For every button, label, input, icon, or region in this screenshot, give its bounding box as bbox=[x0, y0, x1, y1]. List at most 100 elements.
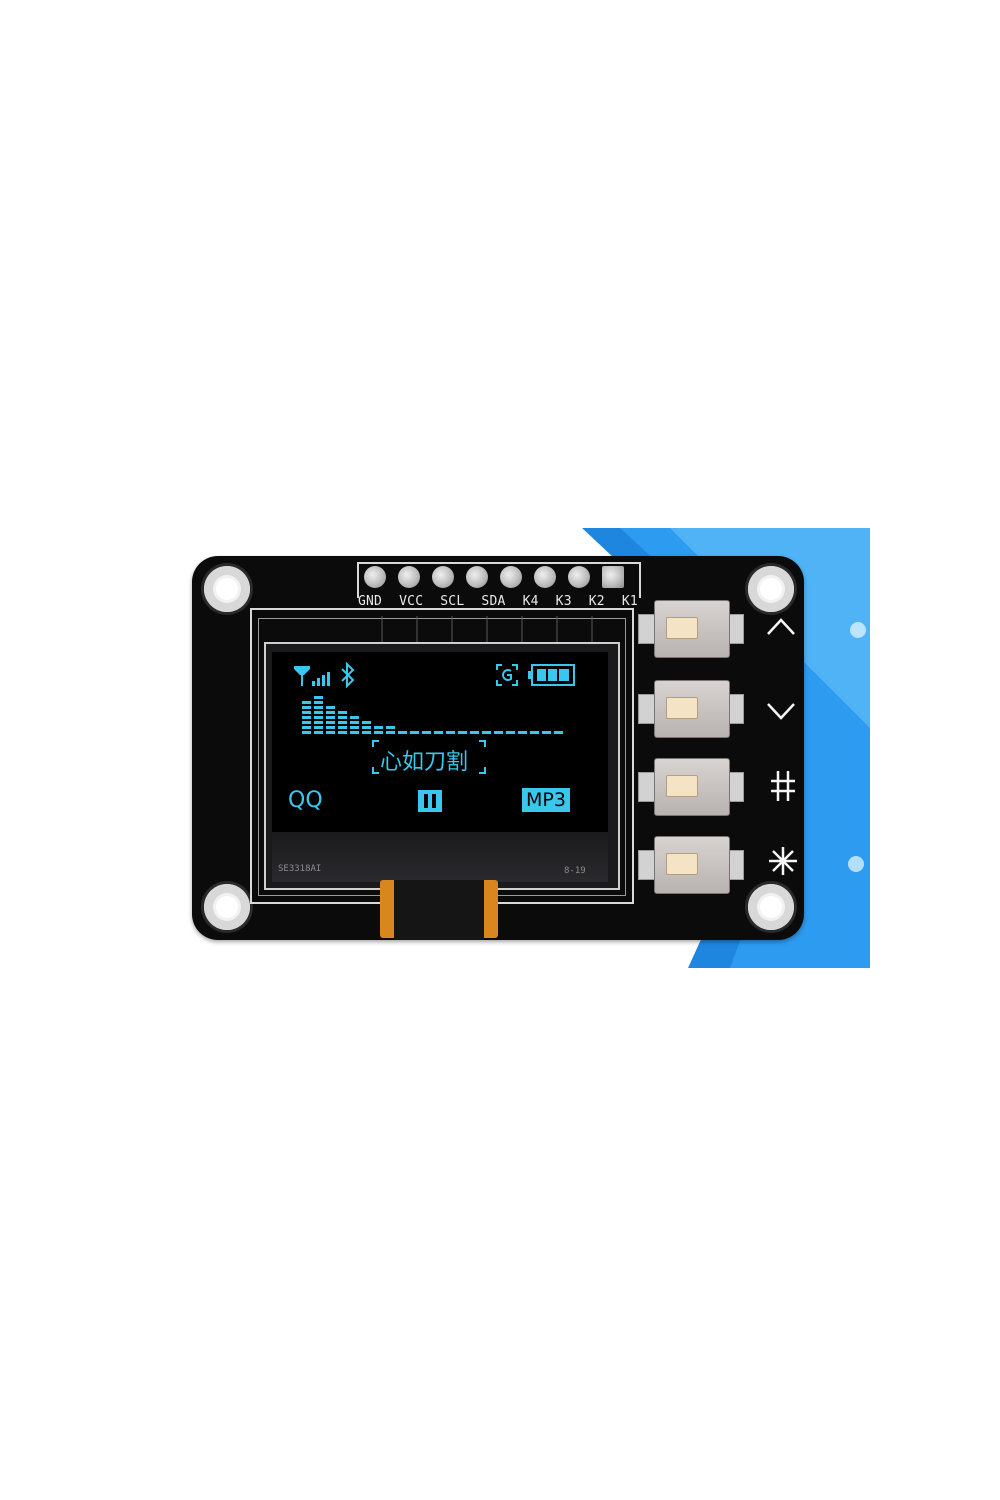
song-title: 心如刀割 bbox=[380, 750, 469, 775]
spectrum-visualizer bbox=[302, 696, 563, 734]
spectrum-segment bbox=[518, 731, 527, 734]
header-pin bbox=[364, 566, 386, 588]
pin-label-k3: K3 bbox=[555, 594, 572, 609]
location-icon bbox=[496, 664, 518, 686]
spectrum-segment bbox=[302, 711, 311, 714]
tact-switch-hash[interactable] bbox=[638, 758, 744, 816]
spectrum-segment bbox=[362, 731, 371, 734]
spectrum-segment bbox=[362, 726, 371, 729]
spectrum-segment bbox=[458, 731, 467, 734]
spectrum-segment bbox=[338, 711, 347, 714]
spectrum-segment bbox=[482, 731, 491, 734]
switch-cap bbox=[666, 853, 698, 875]
down-arrow-icon bbox=[767, 703, 795, 720]
mounting-hole bbox=[748, 566, 794, 612]
header-pin bbox=[398, 566, 420, 588]
spectrum-segment bbox=[398, 731, 407, 734]
pcb-traces bbox=[381, 616, 593, 642]
spectrum-segment bbox=[314, 711, 323, 714]
spectrum-segment bbox=[326, 706, 335, 709]
spectrum-segment bbox=[326, 726, 335, 729]
battery-icon bbox=[528, 664, 575, 686]
header-pin bbox=[432, 566, 454, 588]
bluetooth-icon bbox=[341, 662, 355, 688]
spectrum-segment bbox=[338, 731, 347, 734]
switch-cap bbox=[666, 697, 698, 719]
pin-header bbox=[364, 566, 624, 588]
header-pin bbox=[602, 566, 624, 588]
glass-marking-right: 8-19 bbox=[564, 866, 586, 876]
spectrum-segment bbox=[350, 721, 359, 724]
format-badge: MP3 bbox=[522, 788, 570, 812]
spectrum-segment bbox=[314, 696, 323, 699]
spectrum-segment bbox=[302, 706, 311, 709]
hash-icon bbox=[771, 771, 795, 801]
pin-label-gnd: GND bbox=[358, 594, 383, 609]
spectrum-segment bbox=[374, 726, 383, 729]
spectrum-segment bbox=[470, 731, 479, 734]
spectrum-segment bbox=[338, 726, 347, 729]
pin-labels: GND VCC SCL SDA K4 K3 K2 K1 bbox=[358, 594, 638, 609]
header-pin bbox=[466, 566, 488, 588]
spectrum-segment bbox=[530, 731, 539, 734]
spectrum-segment bbox=[506, 731, 515, 734]
spectrum-segment bbox=[314, 701, 323, 704]
spectrum-segment bbox=[302, 731, 311, 734]
spectrum-segment bbox=[302, 716, 311, 719]
spectrum-segment bbox=[326, 711, 335, 714]
spectrum-segment bbox=[338, 721, 347, 724]
spectrum-segment bbox=[386, 731, 395, 734]
flex-cable-connector bbox=[394, 880, 484, 940]
pause-icon bbox=[418, 790, 442, 812]
spectrum-segment bbox=[374, 731, 383, 734]
spectrum-segment bbox=[326, 731, 335, 734]
spectrum-segment bbox=[494, 731, 503, 734]
spectrum-segment bbox=[326, 716, 335, 719]
spectrum-segment bbox=[338, 716, 347, 719]
pin-label-k1: K1 bbox=[621, 594, 638, 609]
spectrum-segment bbox=[302, 701, 311, 704]
spectrum-segment bbox=[422, 731, 431, 734]
pin-label-sda: SDA bbox=[481, 594, 506, 609]
spectrum-segment bbox=[314, 726, 323, 729]
spectrum-segment bbox=[350, 716, 359, 719]
header-pin bbox=[500, 566, 522, 588]
spectrum-segment bbox=[554, 731, 563, 734]
asterisk-icon bbox=[769, 847, 797, 875]
spectrum-segment bbox=[350, 726, 359, 729]
spectrum-segment bbox=[362, 721, 371, 724]
pin-label-k4: K4 bbox=[522, 594, 539, 609]
tact-switch-down[interactable] bbox=[638, 680, 744, 738]
spectrum-segment bbox=[434, 731, 443, 734]
pin-header-outline bbox=[357, 562, 641, 598]
pcb-board: GND VCC SCL SDA K4 K3 K2 K1 bbox=[192, 556, 804, 940]
up-arrow-icon bbox=[767, 618, 795, 635]
spectrum-segment bbox=[302, 726, 311, 729]
pin-label-scl: SCL bbox=[440, 594, 465, 609]
switch-cap bbox=[666, 775, 698, 797]
oled-glass-edge: SE3318AI 8-19 bbox=[272, 836, 608, 882]
oled-screen: 心如刀割 QQ MP3 bbox=[272, 652, 608, 832]
pin-label-k2: K2 bbox=[588, 594, 605, 609]
spectrum-segment bbox=[314, 731, 323, 734]
header-pin bbox=[534, 566, 556, 588]
spectrum-segment bbox=[326, 721, 335, 724]
signal-strength-icon bbox=[294, 666, 330, 686]
spectrum-segment bbox=[446, 731, 455, 734]
spectrum-segment bbox=[314, 716, 323, 719]
mounting-hole bbox=[204, 566, 250, 612]
source-label: QQ bbox=[288, 788, 323, 813]
spectrum-segment bbox=[350, 731, 359, 734]
pin-label-vcc: VCC bbox=[399, 594, 424, 609]
header-pin bbox=[568, 566, 590, 588]
spectrum-segment bbox=[302, 721, 311, 724]
mounting-hole bbox=[748, 884, 794, 930]
mounting-hole bbox=[204, 884, 250, 930]
title-brackets bbox=[372, 740, 486, 774]
spectrum-segment bbox=[386, 726, 395, 729]
tact-switch-star[interactable] bbox=[638, 836, 744, 894]
glass-marking-left: SE3318AI bbox=[278, 864, 322, 874]
switch-cap bbox=[666, 617, 698, 639]
tact-switch-up[interactable] bbox=[638, 600, 744, 658]
